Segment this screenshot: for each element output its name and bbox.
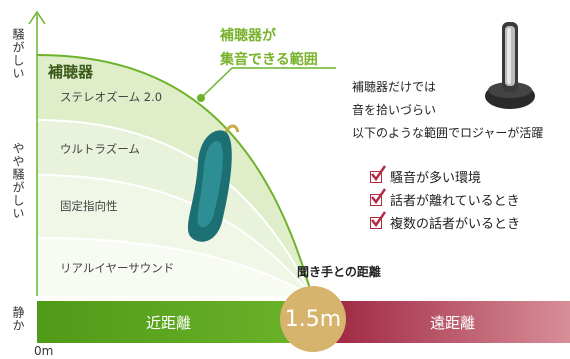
zone-label-fixed-directional: 固定指向性 — [60, 199, 118, 213]
checklist-item: 複数の話者がいるとき — [370, 210, 521, 234]
checklist-item: 話者が離れているとき — [370, 187, 520, 211]
distance-threshold-badge: 1.5m — [280, 286, 346, 352]
near-distance-label: 近距離 — [146, 314, 192, 332]
callout-title: 補聴器が 集音できる範囲 — [220, 24, 318, 72]
roger-description-line-3: 以下のような範囲でロジャーが活躍 — [352, 126, 544, 140]
checklist-item-label: 複数の話者がいるとき — [390, 217, 521, 232]
distance-axis-title: 聞き手との距離 — [297, 265, 381, 279]
zone-real-ear — [37, 238, 312, 296]
curve-stereo-zoom — [36, 54, 313, 297]
hearing-aid-image — [187, 124, 240, 242]
roger-description: 補聴器だけでは 音を拾いづらい 以下のような範囲でロジャーが活躍 — [352, 76, 543, 145]
y-label-noisy: 騒がしい — [11, 28, 25, 80]
checkmark-icon — [370, 210, 386, 229]
near-bar — [37, 301, 312, 343]
checkmark-icon — [370, 187, 386, 206]
distance-threshold-label: 1.5m — [284, 306, 342, 332]
situation-checklist: 騒音が多い環境 話者が離れているとき 複数の話者がいるとき — [370, 164, 521, 234]
checklist-item-label: 騒音が多い環境 — [390, 171, 482, 186]
y-axis-arrow — [28, 10, 46, 25]
checklist-item: 騒音が多い環境 — [370, 164, 520, 188]
y-label-quiet: 静か — [11, 306, 25, 332]
origin-label: 0m — [34, 344, 54, 358]
checklist-item-label: 話者が離れているとき — [390, 194, 520, 209]
y-label-somewhat-noisy: やや騒がしい — [11, 142, 25, 220]
zone-label-real-ear-sound: リアルイヤーサウンド — [60, 261, 175, 275]
roger-description-line-1: 補聴器だけでは — [352, 80, 437, 94]
callout-dot — [197, 94, 205, 102]
callout-line-2: 集音できる範囲 — [220, 52, 318, 68]
callout-pointer — [200, 67, 233, 99]
curve-real-ear — [36, 237, 313, 297]
roger-microphone-image — [485, 22, 535, 109]
far-distance-label: 遠距離 — [430, 314, 476, 332]
zone-label-stereo-zoom: ステレオズーム 2.0 — [60, 90, 163, 104]
checkmark-icon — [370, 164, 386, 183]
callout-line-1: 補聴器が — [220, 28, 276, 44]
far-bar — [312, 301, 570, 343]
hearing-aid-title: 補聴器 — [48, 63, 94, 81]
zone-label-ultra-zoom: ウルトラズーム — [60, 142, 140, 156]
roger-description-line-2: 音を拾いづらい — [352, 103, 437, 117]
